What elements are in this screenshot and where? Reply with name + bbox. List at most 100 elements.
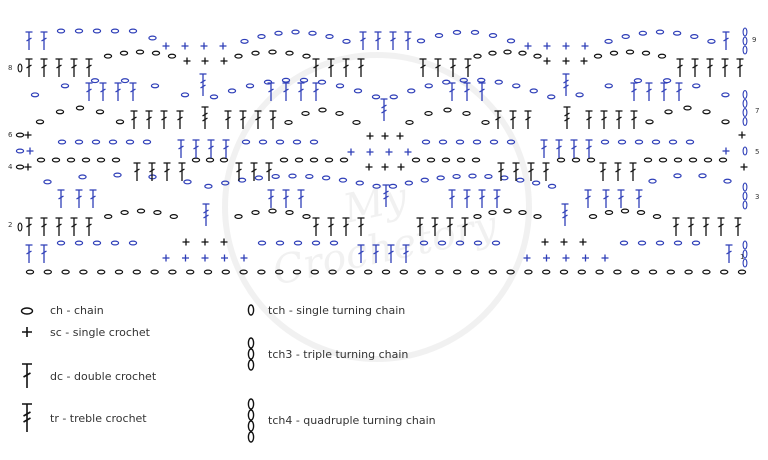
double-crochet-stitch bbox=[446, 217, 454, 236]
double-crochet-stitch bbox=[148, 162, 156, 181]
chain-stitch bbox=[318, 107, 327, 113]
double-crochet-stitch bbox=[672, 217, 680, 236]
double-crochet-stitch bbox=[342, 217, 350, 236]
double-crochet-stitch bbox=[570, 139, 578, 158]
double-crochet-stitch bbox=[512, 162, 520, 181]
chain-stitch bbox=[488, 210, 497, 216]
double-crochet-stitch bbox=[585, 110, 593, 129]
single-crochet-stitch bbox=[543, 42, 551, 50]
double-crochet-stitch bbox=[40, 244, 48, 263]
chain-stitch bbox=[703, 157, 713, 163]
chain-stitch bbox=[484, 173, 493, 179]
single-crochet-stitch bbox=[523, 254, 531, 262]
chain-stitch bbox=[468, 173, 477, 179]
chain-stitch bbox=[547, 183, 557, 189]
chain-stitch bbox=[96, 269, 106, 275]
double-crochet-stitch bbox=[602, 189, 610, 208]
chain-stitch bbox=[470, 29, 480, 35]
double-crochet-stitch bbox=[635, 189, 643, 208]
treble-crochet-stitch bbox=[202, 203, 210, 226]
chain-stitch bbox=[338, 177, 348, 183]
chain-stitch bbox=[251, 210, 260, 216]
turning-chain bbox=[742, 116, 748, 127]
chain-stitch bbox=[240, 38, 249, 44]
chain-stitch bbox=[489, 139, 499, 145]
chain-stitch bbox=[698, 173, 707, 179]
chain-stitch bbox=[421, 139, 431, 145]
double-crochet-stitch bbox=[509, 110, 517, 129]
double-crochet-stitch bbox=[419, 58, 427, 77]
single-crochet-stitch bbox=[220, 238, 228, 246]
legend-item-tr: tr - treble crochet bbox=[12, 402, 147, 434]
chain-stitch bbox=[227, 88, 237, 94]
chain-stitch bbox=[364, 269, 373, 275]
chain-stitch bbox=[488, 269, 497, 275]
double-crochet-stitch bbox=[85, 217, 93, 236]
chain-stitch bbox=[111, 157, 121, 163]
chain-stitch bbox=[183, 179, 192, 185]
double-crochet-stitch bbox=[555, 139, 563, 158]
chain-stitch bbox=[328, 269, 337, 275]
double-crochet-stitch bbox=[129, 82, 137, 101]
double-crochet-stitch bbox=[584, 189, 592, 208]
legend-item-tch3: tch3 - triple turning chain bbox=[236, 337, 408, 371]
double-crochet-stitch bbox=[357, 244, 365, 263]
chain-stitch bbox=[438, 139, 448, 145]
chain-stitch bbox=[494, 79, 503, 85]
chain-stitch bbox=[645, 119, 654, 125]
double-crochet-stitch bbox=[374, 31, 382, 50]
chain-stitch bbox=[524, 269, 533, 275]
row-number-2: 2 bbox=[8, 221, 13, 229]
chain-stitch bbox=[648, 269, 658, 275]
chain-stitch bbox=[407, 88, 416, 94]
row-number-9: 9 bbox=[752, 36, 757, 44]
single-crochet-stitch bbox=[581, 42, 589, 50]
chain-stitch bbox=[150, 83, 160, 89]
chain-stitch bbox=[92, 240, 102, 246]
double-crochet-stitch bbox=[70, 217, 78, 236]
turning-chain bbox=[17, 222, 23, 232]
chain-stitch bbox=[435, 269, 444, 275]
single-crochet-stitch bbox=[396, 132, 404, 140]
single-crochet-stitch bbox=[397, 163, 405, 171]
single-crochet-stitch bbox=[580, 57, 588, 65]
chain-stitch bbox=[664, 109, 673, 115]
legend-label-tch: tch - single turning chain bbox=[268, 303, 406, 317]
chain-stitch bbox=[234, 214, 243, 220]
legend-item-ch: ch - chain bbox=[12, 304, 104, 317]
chain-stitch bbox=[148, 35, 157, 41]
chain-stitch bbox=[455, 240, 465, 246]
single-crochet-stitch bbox=[201, 57, 209, 65]
double-crochet-stitch bbox=[267, 189, 275, 208]
chain-stitch bbox=[221, 180, 230, 186]
double-crochet-stitch bbox=[40, 58, 48, 77]
double-crochet-stitch bbox=[312, 217, 320, 236]
chain-stitch bbox=[506, 269, 515, 275]
double-crochet-stitch bbox=[114, 82, 122, 101]
double-crochet-stitch bbox=[449, 58, 457, 77]
double-crochet-stitch bbox=[99, 82, 107, 101]
treble-crochet-stitch bbox=[199, 73, 207, 96]
single-crochet-stitch bbox=[366, 132, 374, 140]
chain-stitch bbox=[257, 34, 266, 40]
double-crochet-stitch bbox=[630, 82, 638, 101]
chain-stitch bbox=[477, 77, 486, 83]
chain-stitch bbox=[66, 157, 76, 163]
chain-stitch bbox=[455, 139, 465, 145]
chain-stitch bbox=[204, 183, 213, 189]
chain-stitch bbox=[381, 269, 391, 275]
chain-stitch bbox=[120, 78, 130, 84]
chain-stitch bbox=[257, 269, 266, 275]
chain-stitch bbox=[25, 269, 35, 275]
chain-stitch bbox=[388, 183, 398, 189]
chain-stitch bbox=[299, 77, 309, 83]
row-number-1: 1 bbox=[740, 253, 745, 261]
double-crochet-stitch bbox=[254, 110, 262, 129]
chain-stitch bbox=[473, 214, 482, 220]
chain-stitch bbox=[542, 269, 551, 275]
chain-stitch bbox=[168, 269, 177, 275]
legend-label-dc: dc - double crochet bbox=[50, 369, 157, 383]
chain-stitch bbox=[424, 110, 433, 116]
double-crochet-stitch bbox=[75, 189, 83, 208]
chain-stitch bbox=[604, 210, 614, 216]
